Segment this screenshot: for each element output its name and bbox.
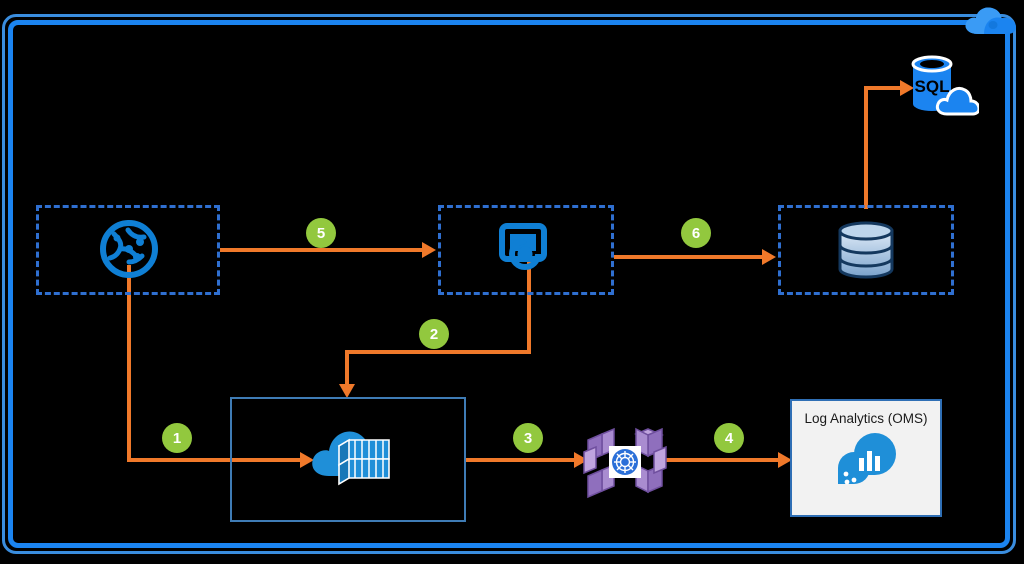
node-cloud-servers[interactable] xyxy=(230,397,466,522)
connector-flow-1-horizontal xyxy=(127,458,304,462)
node-traffic-manager[interactable] xyxy=(36,205,220,295)
flow-badge-4: 4 xyxy=(714,423,744,453)
arrowhead-flow-2 xyxy=(339,384,355,398)
arrowhead-flow-6 xyxy=(762,249,776,265)
azure-globe-network-icon xyxy=(98,218,160,280)
connector-flow-3 xyxy=(466,458,576,462)
sql-label: SQL xyxy=(915,77,950,96)
connector-flow-4 xyxy=(662,458,780,462)
connector-flow-5 xyxy=(220,248,424,252)
connector-flow-2-vertical-left xyxy=(345,350,349,386)
arrowhead-flow-4 xyxy=(778,452,792,468)
arrowhead-sql xyxy=(900,80,914,96)
connector-flow-2-vertical-right xyxy=(527,262,531,352)
flow-badge-5-label: 5 xyxy=(316,224,326,242)
flow-badge-3-label: 3 xyxy=(523,429,533,447)
connector-flow-1-vertical xyxy=(127,265,131,458)
connector-flow-6 xyxy=(614,255,764,259)
connector-database-to-sql-vertical xyxy=(864,86,868,209)
azure-kubernetes-service-icon[interactable] xyxy=(578,420,672,504)
azure-app-service-icon xyxy=(496,220,556,280)
flow-badge-3: 3 xyxy=(513,423,543,453)
azure-boundary-inner-border xyxy=(8,20,1010,548)
flow-badge-2-label: 2 xyxy=(429,325,439,343)
log-analytics-icon xyxy=(826,432,906,506)
azure-cloud-icon xyxy=(962,2,1020,40)
flow-badge-5: 5 xyxy=(306,218,336,248)
connector-database-to-sql-horizontal xyxy=(864,86,904,90)
database-cylinder-icon xyxy=(834,219,898,281)
flow-badge-1-label: 1 xyxy=(172,429,182,447)
arrowhead-flow-1 xyxy=(300,452,314,468)
flow-badge-4-label: 4 xyxy=(724,429,734,447)
azure-boundary-outer-border xyxy=(2,14,1016,554)
flow-badge-6-label: 6 xyxy=(691,224,701,242)
cloud-servers-icon xyxy=(307,418,393,494)
flow-badge-6: 6 xyxy=(681,218,711,248)
log-analytics-label: Log Analytics (OMS) xyxy=(804,411,928,426)
connector-flow-2-horizontal xyxy=(345,350,531,354)
node-app-service[interactable] xyxy=(438,205,614,295)
flow-badge-2: 2 xyxy=(419,319,449,349)
node-database[interactable] xyxy=(778,205,954,295)
flow-badge-1: 1 xyxy=(162,423,192,453)
arrowhead-flow-5 xyxy=(422,242,436,258)
azure-sql-database-icon[interactable]: SQL xyxy=(903,48,979,124)
